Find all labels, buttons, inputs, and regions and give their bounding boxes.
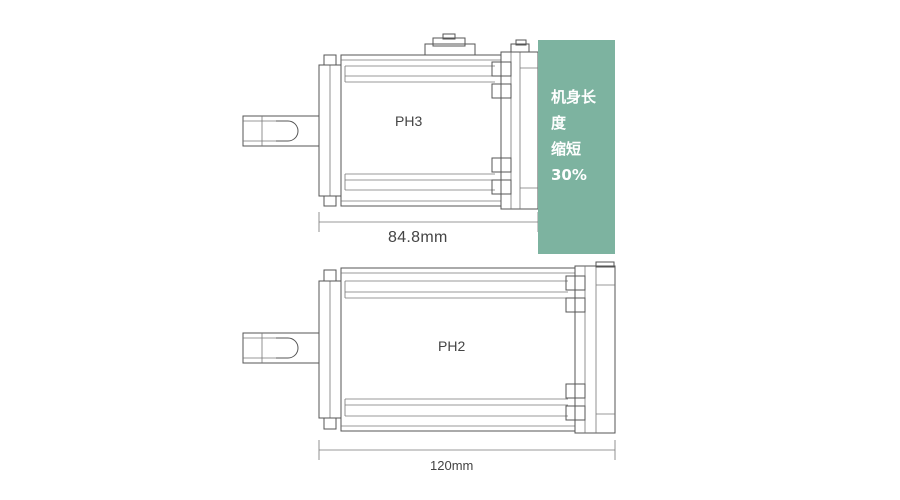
ph3-connector <box>424 33 476 56</box>
callout-line-1: 机身长 <box>551 88 597 106</box>
ph2-model-label: PH2 <box>438 338 466 354</box>
ph3-model-label: PH3 <box>395 113 423 129</box>
ph2-rear-cover <box>565 261 616 434</box>
ph3-length-label: 84.8mm <box>388 229 448 246</box>
ph3-motor-drawing <box>242 33 539 232</box>
ph2-length-label: 120mm <box>430 458 474 473</box>
ph3-body <box>340 54 502 207</box>
ph2-motor-drawing <box>242 261 616 460</box>
ph2-dimension <box>318 440 616 460</box>
ph2-shaft <box>242 332 320 364</box>
ph3-shaft <box>242 115 320 147</box>
ph3-rear-cover <box>491 39 539 210</box>
length-reduction-callout: 机身长 度 缩短 30% <box>538 40 615 254</box>
callout-line-4: 30% <box>551 166 587 184</box>
callout-line-3: 缩短 <box>551 140 582 158</box>
callout-line-2: 度 <box>551 114 567 132</box>
